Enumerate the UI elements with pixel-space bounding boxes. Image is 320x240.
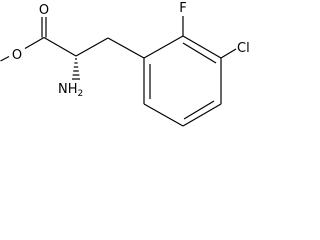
amino-label-main: NH [58,82,78,97]
ester-oxygen-label: O [12,48,22,63]
bond-methyl-oxygen [0,55,10,62]
bond-methylene-ring [107,37,145,59]
chemical-structure: O O F Cl NH2 [0,1,250,127]
bond-ring-chlorine [220,48,237,59]
carbonyl-oxygen-label: O [39,3,49,18]
bond-alpha-methylene [75,37,109,57]
amino-label-subscript: 2 [78,89,84,99]
hashed-wedge-bond [72,58,80,80]
bond-carbonyl-alpha [43,36,77,57]
amino-label: NH2 [58,82,83,99]
bond-oxygen-carbonyl [24,36,45,50]
benzene-ring [143,35,222,127]
chlorine-label: Cl [237,41,250,56]
fluorine-label: F [179,1,186,16]
